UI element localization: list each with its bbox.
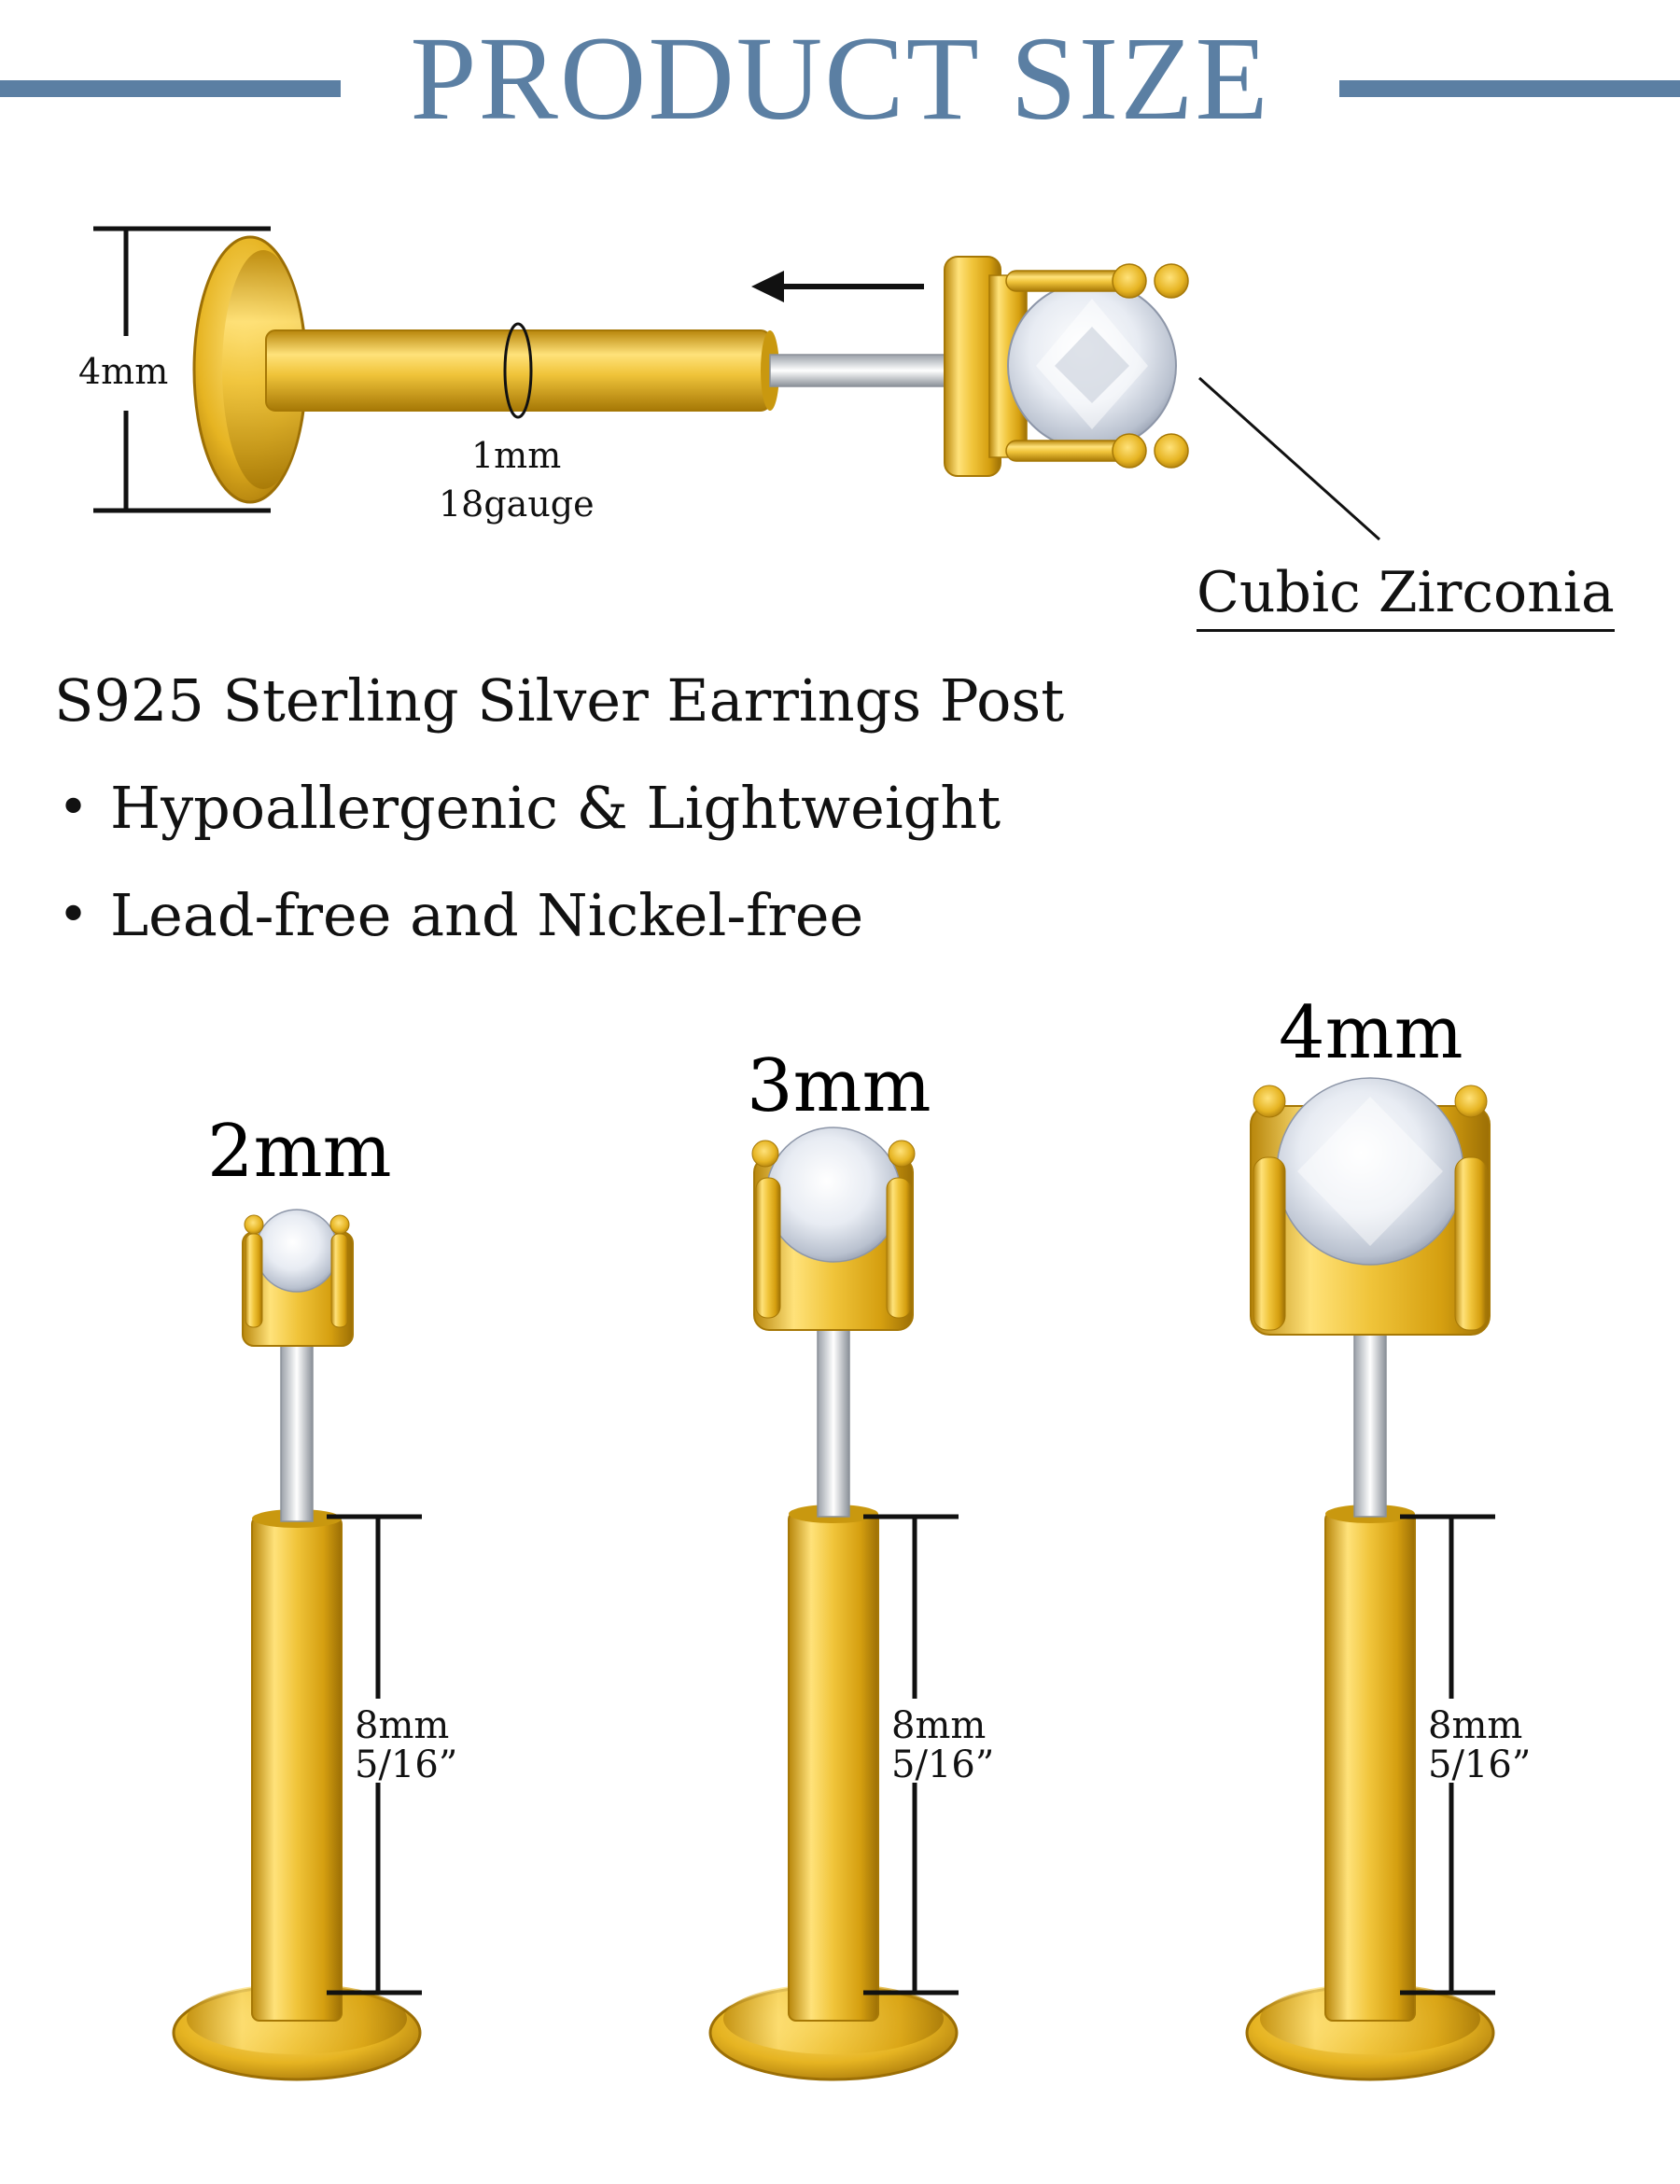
bullet-icon: •: [58, 777, 90, 838]
bullet-icon: •: [58, 885, 90, 945]
title-bar-left: [0, 80, 341, 97]
disc-height-label: 4mm: [75, 352, 173, 392]
size-label-2mm: 2mm: [207, 1110, 392, 1194]
length-mm: 8mm: [355, 1704, 450, 1747]
size-label-4mm: 4mm: [1279, 991, 1463, 1075]
length-mm: 8mm: [1428, 1704, 1523, 1747]
length-label-2mm: 8mm 5/16”: [355, 1706, 457, 1785]
features-heading: S925 Sterling Silver Earrings Post: [54, 666, 1065, 735]
length-in: 5/16”: [355, 1743, 458, 1786]
earring-3mm: [708, 1127, 959, 2081]
size-label-3mm: 3mm: [747, 1044, 931, 1128]
gauge-label-mm: 1mm: [471, 435, 562, 476]
feature-item: • Lead-free and Nickel-free: [58, 887, 863, 945]
length-mm: 8mm: [891, 1704, 987, 1747]
length-in: 5/16”: [1428, 1743, 1532, 1786]
feature-text: Hypoallergenic & Lightweight: [110, 774, 1001, 842]
page-title: PRODUCT SIZE: [410, 12, 1270, 145]
feature-text: Lead-free and Nickel-free: [110, 881, 864, 949]
length-label-4mm: 8mm 5/16”: [1428, 1706, 1531, 1785]
feature-item: • Hypoallergenic & Lightweight: [58, 779, 1001, 837]
stone-label-text: Cubic Zirconia: [1197, 560, 1615, 632]
title-bar-right: [1339, 80, 1680, 97]
gauge-label-gauge: 18gauge: [439, 483, 595, 525]
earring-4mm: [1245, 1077, 1495, 2081]
length-in: 5/16”: [891, 1743, 995, 1786]
stone-label: Cubic Zirconia: [1197, 560, 1615, 632]
length-label-3mm: 8mm 5/16”: [891, 1706, 994, 1785]
earring-2mm: [172, 1209, 422, 2081]
